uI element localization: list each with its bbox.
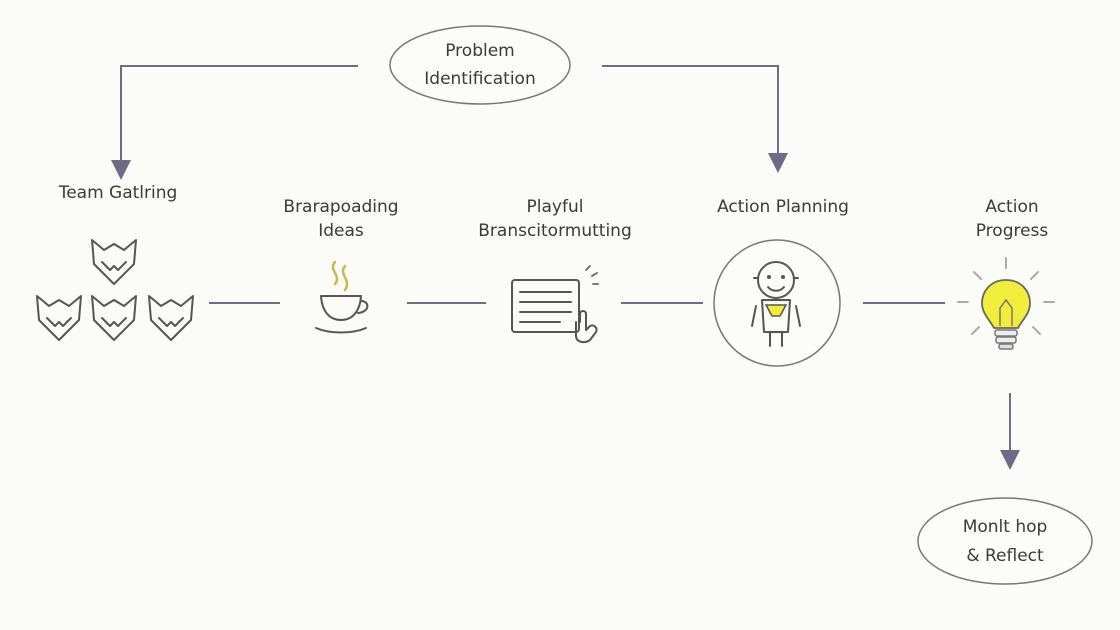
node-monitor-reflect: Monlt hop & Reflect: [917, 497, 1093, 585]
node-playful-brainstorming: Playful Branscitormutting: [478, 197, 632, 344]
connector-problem-to-action-planning: [602, 65, 788, 173]
brainstorm-label-line2: Ideas: [318, 221, 364, 241]
lightbulb-icon: [957, 257, 1055, 350]
team-label: Team Gatlring: [58, 183, 178, 203]
node-problem-identification: Problem Identification: [389, 25, 571, 105]
monitor-label-line1: Monlt hop: [963, 517, 1048, 537]
brainstorm-label-line1: Brarapoading: [283, 197, 398, 217]
action-planning-label: Action Planning: [717, 197, 849, 217]
problem-label-line1: Problem: [445, 41, 515, 61]
action-progress-label-line2: Progress: [976, 221, 1049, 241]
node-action-planning: Action Planning: [713, 197, 849, 367]
fox-group-icon: [36, 239, 194, 341]
screen-touch-icon: [511, 265, 599, 344]
playful-label-line2: Branscitormutting: [478, 221, 631, 241]
action-planning-circle: [713, 239, 841, 367]
robot-icon: [751, 261, 801, 347]
problem-label-line2: Identification: [424, 69, 535, 89]
connectors: [111, 65, 1020, 470]
node-brainstorm-ideas: Brarapoading Ideas: [283, 197, 399, 334]
coffee-cup-icon: [315, 260, 369, 334]
monitor-ellipse: [917, 497, 1093, 585]
problem-ellipse: [389, 25, 571, 105]
connector-problem-to-team: [111, 65, 358, 180]
playful-label-line1: Playful: [527, 197, 584, 217]
monitor-label-line2: & Reflect: [966, 546, 1044, 566]
node-action-progress: Action Progress: [957, 197, 1055, 350]
node-team-gathering: Team Gatlring: [36, 183, 194, 341]
action-progress-label-line1: Action: [985, 197, 1038, 217]
